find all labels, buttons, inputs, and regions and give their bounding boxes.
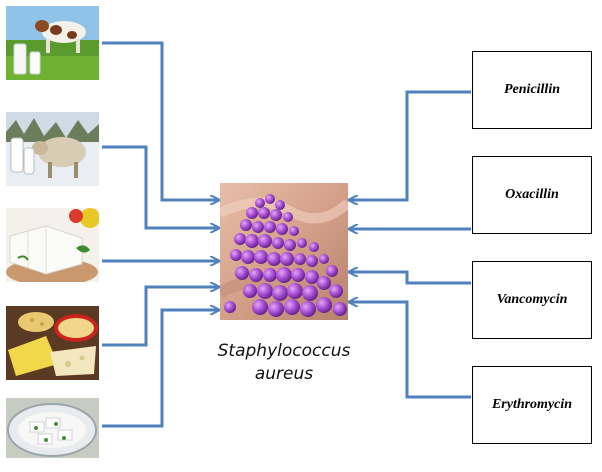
antibiotic-box-oxacillin: Oxacillin — [472, 156, 592, 234]
cocci-cluster — [224, 194, 347, 317]
organism-caption: Staphylococcus aureus — [195, 340, 373, 386]
arrow-penicillin — [350, 90, 471, 200]
antibiotic-box-vancomycin: Vancomycin — [472, 261, 592, 339]
sheep-milk-image — [6, 112, 99, 186]
arrow-cow-milk — [102, 41, 218, 200]
cow-milk-image — [6, 6, 99, 80]
arrow-sheep-milk — [102, 145, 218, 228]
antibiotic-label: Oxacillin — [505, 187, 559, 202]
white-cheese-image — [6, 208, 99, 282]
arrow-assorted-cheese — [102, 287, 218, 347]
caption-line-1: Staphylococcus — [217, 341, 351, 361]
antibiotic-box-penicillin: Penicillin — [472, 51, 592, 129]
assorted-cheese-image — [6, 306, 99, 380]
arrow-vancomycin — [350, 272, 471, 285]
caption-line-2: aureus — [254, 364, 314, 384]
staphylococcus-aureus-image — [220, 183, 348, 320]
antibiotic-label: Erythromycin — [491, 397, 573, 412]
antibiotic-box-erythromycin: Erythromycin — [472, 366, 592, 444]
cheese-dish-image — [6, 398, 99, 472]
antibiotic-label: Penicillin — [504, 82, 560, 97]
antibiotic-label: Vancomycin — [496, 292, 568, 307]
